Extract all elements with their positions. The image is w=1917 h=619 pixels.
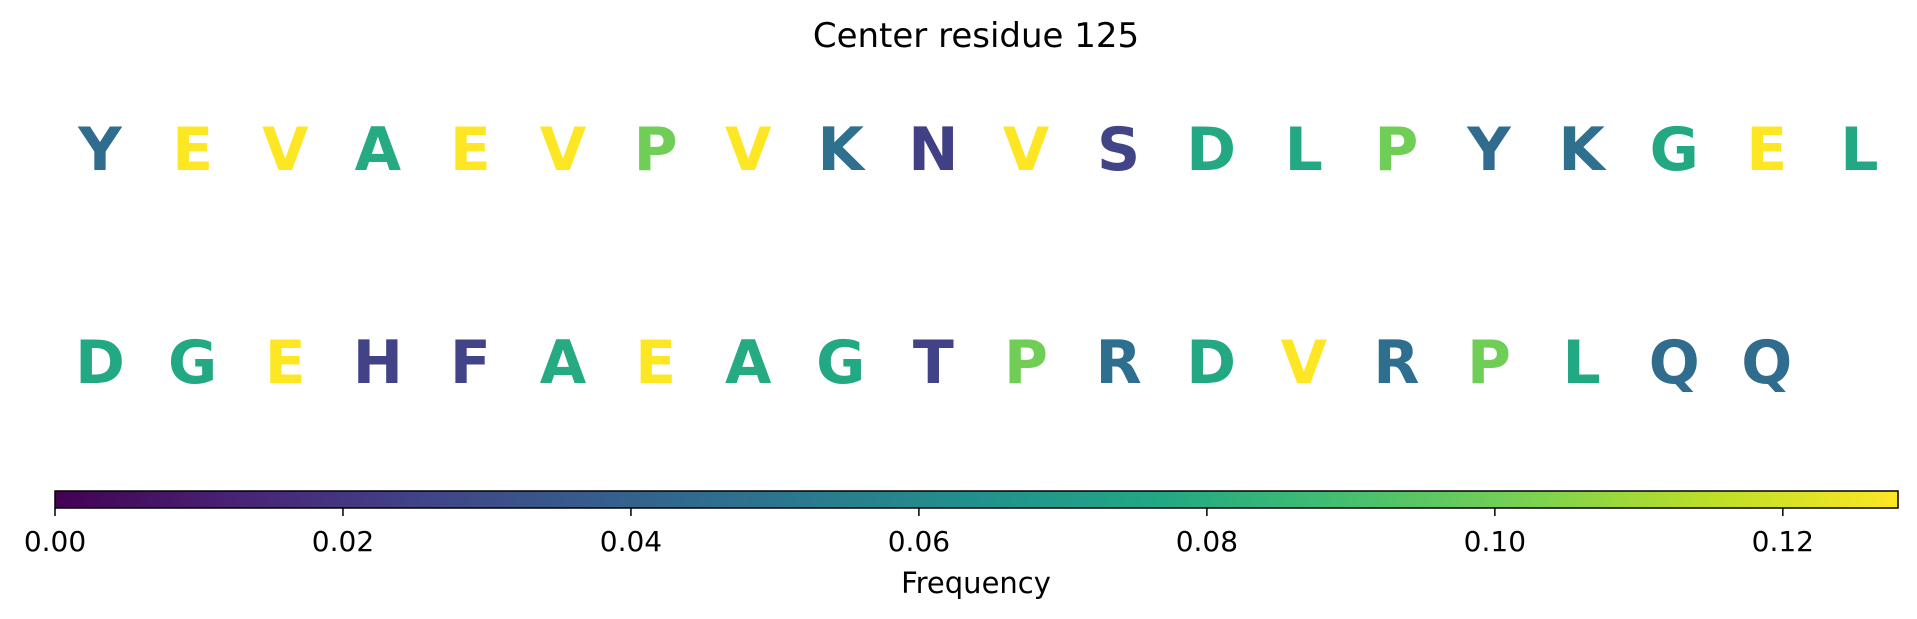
- residue-letter: S: [1097, 115, 1140, 185]
- colorbar-gradient: [54, 490, 1899, 509]
- chart-title: Center residue 125: [813, 16, 1139, 56]
- residue-letter: T: [913, 328, 954, 398]
- residue-letter: G: [1650, 115, 1699, 185]
- colorbar-tick-label: 0.06: [888, 525, 950, 558]
- residue-letter: F: [450, 328, 491, 398]
- residue-letter: V: [1003, 115, 1050, 185]
- residue-letter: A: [355, 115, 402, 185]
- residue-letter: E: [450, 115, 491, 185]
- residue-letter: V: [725, 115, 772, 185]
- residue-letter: D: [1186, 115, 1236, 185]
- residue-letter: A: [540, 328, 587, 398]
- colorbar-label: Frequency: [901, 566, 1051, 600]
- residue-letter: R: [1373, 328, 1419, 398]
- residue-letter: K: [818, 115, 867, 185]
- residue-letter: V: [1281, 328, 1328, 398]
- residue-letter: Y: [77, 115, 123, 185]
- residue-letter: E: [635, 328, 676, 398]
- colorbar-tick-label: 0.02: [312, 525, 374, 558]
- residue-letter: Q: [1741, 328, 1792, 398]
- residue-letter: D: [75, 328, 125, 398]
- residue-letter: L: [1840, 115, 1878, 185]
- colorbar-ticks: 0.00 0.02 0.04 0.06 0.08 0.10 0.12: [24, 508, 1814, 558]
- colorbar-tick-label: 0.04: [600, 525, 662, 558]
- colorbar-tick-label: 0.00: [24, 525, 86, 558]
- colorbar-tick-label: 0.12: [1752, 525, 1814, 558]
- residue-letter: P: [634, 115, 678, 185]
- colorbar: 0.00 0.02 0.04 0.06 0.08 0.10 0.12 Frequency: [24, 490, 1899, 600]
- residue-letter: V: [540, 115, 587, 185]
- residue-letter: Q: [1649, 328, 1700, 398]
- residue-letter: L: [1285, 115, 1323, 185]
- residue-letter: P: [1467, 328, 1511, 398]
- colorbar-tick-label: 0.10: [1464, 525, 1526, 558]
- residue-letter: D: [1186, 328, 1236, 398]
- residue-letter: E: [265, 328, 306, 398]
- residue-letter: P: [1004, 328, 1048, 398]
- residue-letter: K: [1558, 115, 1607, 185]
- colorbar-tick-label: 0.08: [1176, 525, 1238, 558]
- residue-letter: L: [1562, 328, 1600, 398]
- residue-letter: P: [1374, 115, 1418, 185]
- residue-letter: E: [1746, 115, 1787, 185]
- residue-letter: V: [262, 115, 309, 185]
- residue-letter: R: [1095, 328, 1141, 398]
- residue-letter: G: [816, 328, 865, 398]
- residue-letter: G: [168, 328, 217, 398]
- residue-letter: Y: [1466, 115, 1512, 185]
- residue-letter: H: [353, 328, 403, 398]
- residue-letter: A: [725, 328, 772, 398]
- residue-letter: E: [172, 115, 213, 185]
- residue-letter: N: [908, 115, 958, 185]
